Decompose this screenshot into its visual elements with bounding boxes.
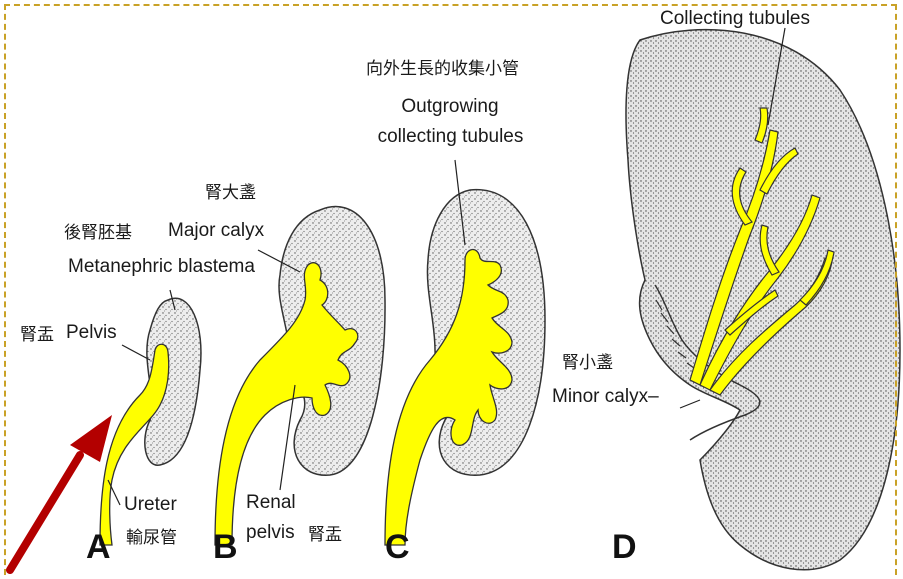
label-metanephric-blastema: Metanephric blastema — [68, 256, 255, 278]
label-ureter-cjk: 輸尿管 — [126, 527, 177, 549]
label-collecting-tubules: Collecting tubules — [660, 8, 810, 30]
panel-letter-b: B — [213, 528, 238, 567]
label-renal-pelvis: pelvis — [246, 522, 295, 544]
label-outgrowing-cjk: 向外生長的收集小管 — [366, 58, 519, 80]
label-ureter: Ureter — [124, 494, 177, 516]
label-outgrowing-1: Outgrowing — [375, 96, 525, 118]
label-major-calyx: Major calyx — [168, 220, 264, 242]
label-major-calyx-cjk: 腎大盞 — [205, 182, 256, 204]
label-renal: Renal — [246, 492, 296, 514]
label-minor-calyx: Minor calyx– — [552, 386, 659, 408]
label-outgrowing-2: collecting tubules — [358, 126, 543, 148]
label-minor-calyx-cjk: 腎小盞 — [562, 352, 613, 374]
label-pelvis-cjk: 腎盂 — [20, 324, 54, 346]
label-renal-pelvis-cjk: 腎盂 — [308, 524, 342, 546]
panel-letter-a: A — [86, 528, 111, 567]
panel-letter-d: D — [612, 528, 637, 567]
label-metanephric-cjk: 後腎胚基 — [64, 222, 132, 244]
panel-letter-c: C — [385, 528, 410, 567]
label-pelvis: Pelvis — [66, 322, 117, 344]
